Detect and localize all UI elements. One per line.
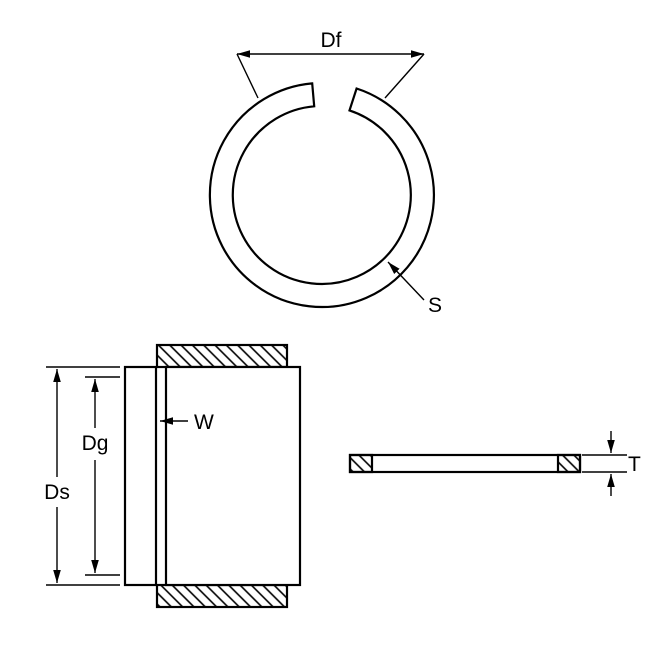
df-dimension: Df	[236, 29, 425, 99]
w-dimension: W	[160, 411, 214, 434]
t-dimension: T	[582, 431, 641, 496]
housing-hatch-top	[155, 343, 289, 369]
df-leader-right	[384, 53, 425, 99]
side-view	[123, 343, 302, 609]
ring-cross-section	[348, 453, 582, 474]
ds-label: Ds	[44, 481, 70, 504]
dg-dimension: Dg	[82, 376, 120, 576]
df-label: Df	[321, 29, 342, 52]
housing-hatch-bottom	[155, 583, 289, 609]
w-label: W	[194, 411, 214, 434]
snap-ring-outline	[208, 82, 435, 309]
section-hatch-left	[348, 453, 374, 474]
s-callout: S	[387, 261, 442, 317]
ds-dimension: Ds	[44, 366, 120, 586]
cross-section-view	[348, 453, 582, 474]
t-label: T	[628, 453, 641, 476]
s-arrow	[387, 261, 425, 301]
dg-label: Dg	[82, 432, 109, 455]
ring-front-view	[208, 82, 435, 309]
df-leader-left	[236, 53, 259, 99]
shaft-body	[164, 365, 302, 587]
s-label: S	[428, 294, 442, 317]
section-hatch-right	[556, 453, 582, 474]
ring-side-profile	[123, 365, 158, 587]
